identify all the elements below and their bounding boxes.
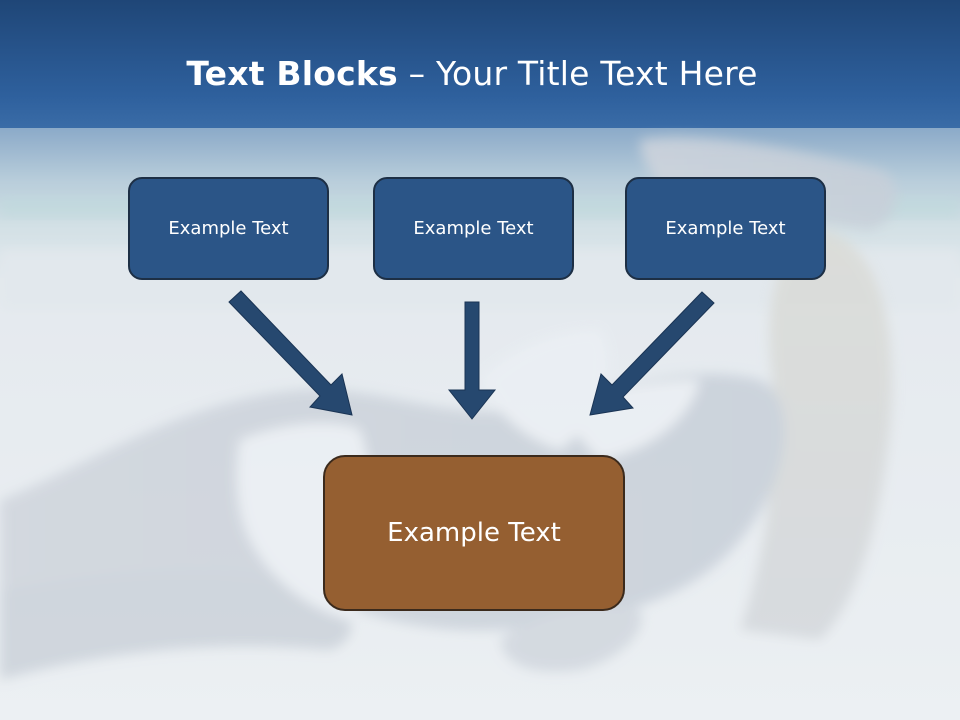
arrow-right-diagonal	[589, 291, 715, 416]
text-block-left-label: Example Text	[168, 218, 289, 239]
arrow-center-down	[447, 301, 497, 420]
title-bold-part: Text Blocks	[186, 54, 398, 93]
text-block-center: Example Text	[373, 177, 574, 280]
text-block-right-label: Example Text	[665, 218, 786, 239]
text-block-center-label: Example Text	[413, 218, 534, 239]
title-rest-part: – Your Title Text Here	[397, 54, 758, 93]
text-block-left: Example Text	[128, 177, 329, 280]
slide-title: Text Blocks – Your Title Text Here	[0, 52, 944, 96]
text-block-bottom: Example Text	[323, 455, 625, 611]
arrow-left-diagonal	[228, 290, 353, 416]
text-block-right: Example Text	[625, 177, 826, 280]
text-block-bottom-label: Example Text	[387, 518, 561, 548]
